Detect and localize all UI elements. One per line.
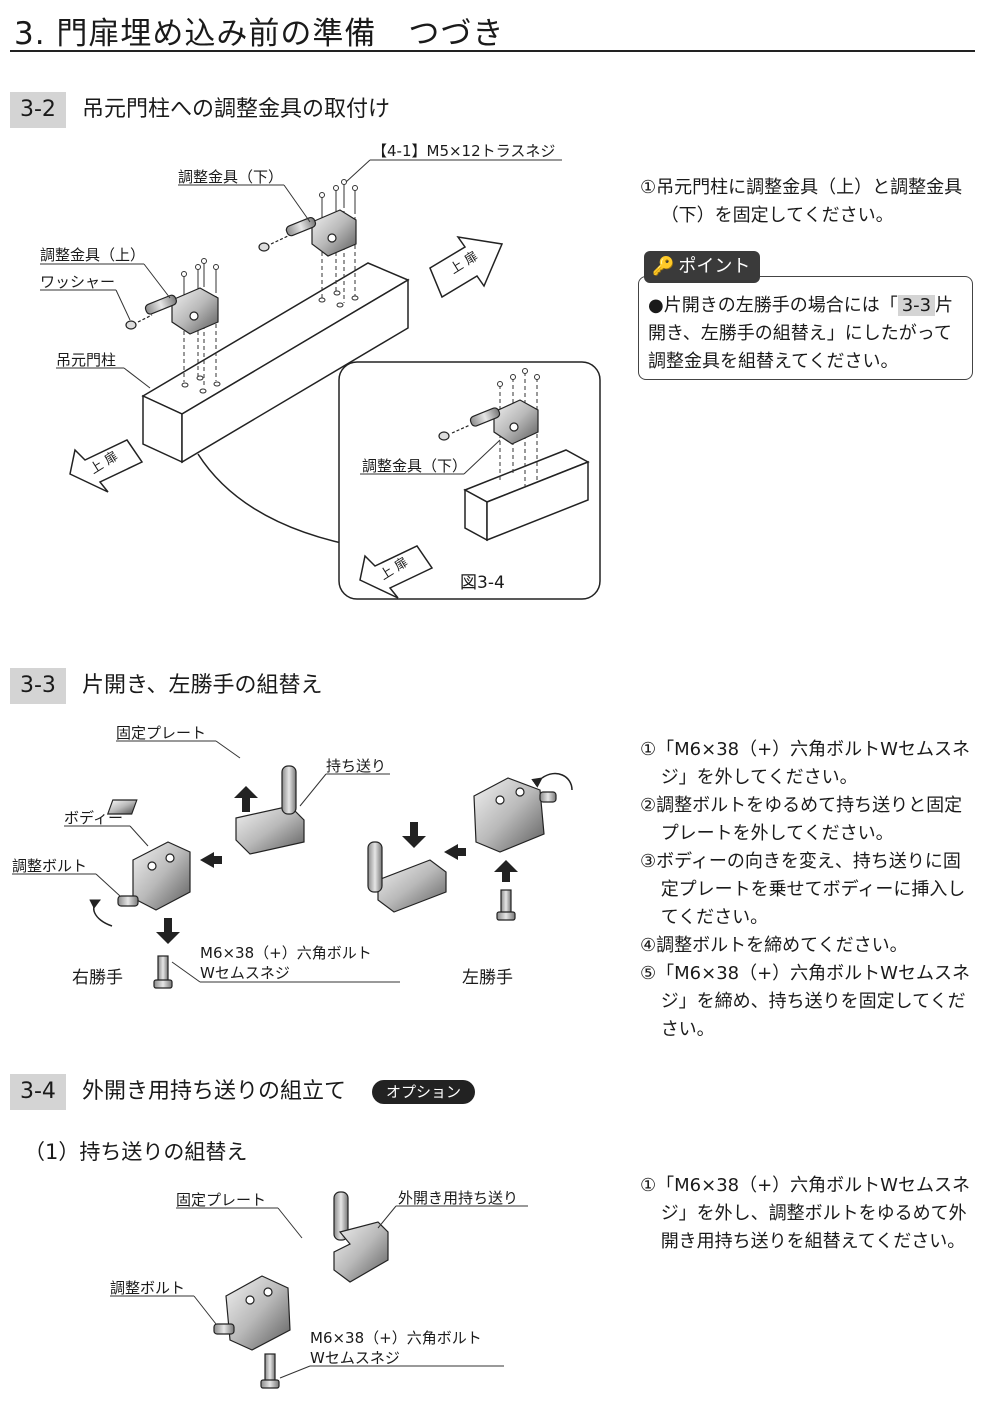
step-3-3-3: ③ボディーの向きを変え、持ち送りに固定プレートを乗せてボディーに挿入してください… bbox=[640, 851, 966, 928]
label-washer: ワッシャー bbox=[40, 273, 116, 291]
label-holder: 持ち送り bbox=[326, 757, 387, 775]
leaders-3-4 bbox=[110, 1205, 528, 1379]
label-bolt-line1: M6×38（+）六角ボルト bbox=[200, 944, 372, 962]
label-inset-bracket-lower: 調整金具（下） bbox=[362, 457, 468, 475]
leaders-3-3 bbox=[12, 740, 400, 983]
label-adjust-bolt-3-4: 調整ボルト bbox=[110, 1279, 186, 1297]
label-bracket-upper: 調整金具（上） bbox=[40, 246, 146, 264]
direction-arrow-3 bbox=[359, 545, 434, 599]
post-drawing bbox=[141, 262, 410, 464]
inset-post bbox=[463, 449, 590, 542]
right-hand-drawing bbox=[117, 765, 305, 989]
point-text-after: 片開き、左勝手の組替え」にしたがって調整金具を組替えてください。 bbox=[648, 295, 954, 372]
bracket-upper-drawing bbox=[125, 287, 219, 335]
point-ref: 3-3 bbox=[897, 295, 936, 316]
step-3-3-4: ④調整ボルトを締めてください。 bbox=[640, 935, 908, 956]
label-bolt-line1-3-4: M6×38（+）六角ボルト bbox=[310, 1329, 482, 1347]
subsection-title: （1）持ち送りの組替え bbox=[24, 1140, 248, 1164]
label-body: ボディー bbox=[64, 809, 123, 827]
rotate-arrow-right bbox=[531, 772, 573, 791]
point-tag: 🔑 ポイント bbox=[644, 251, 761, 283]
bracket-lower-drawing bbox=[258, 209, 357, 257]
right-hand-arrows bbox=[156, 786, 258, 944]
title-rule bbox=[10, 50, 975, 52]
step-3-3-1: ①「M6×38（+）六角ボルトWセムスネジ」を外してください。 bbox=[640, 739, 970, 788]
section-number-3-3: 3-3 bbox=[10, 668, 66, 704]
label-post: 吊元門柱 bbox=[56, 351, 117, 369]
left-hand-arrows bbox=[402, 822, 518, 882]
step-3-4-1: ①「M6×38（+）六角ボルトWセムスネジ」を外し、調整ボルトをゆるめて外開き用… bbox=[640, 1175, 970, 1252]
label-bolt-line2: Wセムスネジ bbox=[200, 964, 290, 982]
label-outer-holder: 外開き用持ち送り bbox=[398, 1189, 519, 1207]
point-box bbox=[638, 276, 973, 380]
key-icon: 🔑 bbox=[652, 256, 675, 277]
steps-3-3: ①「M6×38（+）六角ボルトWセムスネジ」を外してください。 ②調整ボルトをゆ… bbox=[640, 736, 978, 1044]
step-3-3-5: ⑤「M6×38（+）六角ボルトWセムスネジ」を締め、持ち送りを固定してください。 bbox=[640, 963, 970, 1040]
left-hand-drawing bbox=[106, 777, 557, 921]
label-adjust-bolt: 調整ボルト bbox=[12, 857, 88, 875]
inset-bracket bbox=[438, 399, 539, 445]
section-title-3-4: 外開き用持ち送りの組立て bbox=[82, 1079, 347, 1104]
steps-3-2: ①吊元門柱に調整金具（上）と調整金具（下）を固定してください。 bbox=[640, 174, 978, 230]
section-number-3-4: 3-4 bbox=[10, 1074, 66, 1110]
page-title: 3. 門扉埋め込み前の準備 つづき bbox=[14, 16, 505, 52]
section-number-3-2: 3-2 bbox=[10, 92, 66, 128]
rotate-arrow-left bbox=[89, 899, 113, 927]
option-badge: オプション bbox=[372, 1080, 476, 1104]
point-tag-label: ポイント bbox=[678, 256, 751, 277]
direction-arrow-1 bbox=[429, 235, 504, 299]
point-text-before: ●片開きの左勝手の場合には「 bbox=[648, 295, 898, 316]
label-bolt-line2-3-4: Wセムスネジ bbox=[310, 1349, 400, 1367]
label-right-hand: 右勝手 bbox=[72, 968, 123, 988]
steps-3-4: ①「M6×38（+）六角ボルトWセムスネジ」を外し、調整ボルトをゆるめて外開き用… bbox=[640, 1172, 978, 1256]
leaders-3-2 bbox=[40, 159, 562, 389]
direction-arrow-2 bbox=[69, 439, 144, 493]
label-bracket-lower: 調整金具（下） bbox=[178, 168, 284, 186]
label-fixed-plate-3-4: 固定プレート bbox=[176, 1191, 267, 1209]
step-3-3-2: ②調整ボルトをゆるめて持ち送りと固定プレートを外してください。 bbox=[640, 795, 963, 844]
outer-holder-drawing bbox=[213, 1191, 389, 1389]
label-screw: 【4-1】M5×12トラスネジ bbox=[372, 142, 556, 160]
section-title-3-2: 吊元門柱への調整金具の取付け bbox=[82, 97, 391, 122]
inset-leader bbox=[360, 439, 501, 475]
label-fixed-plate: 固定プレート bbox=[116, 724, 207, 742]
figure-caption: 図3-4 bbox=[460, 573, 505, 593]
section-title-3-3: 片開き、左勝手の組替え bbox=[82, 673, 323, 698]
label-left-hand: 左勝手 bbox=[462, 968, 513, 988]
screws-upper bbox=[181, 258, 219, 388]
post-holes bbox=[181, 290, 359, 394]
step-3-2-1: ①吊元門柱に調整金具（上）と調整金具（下）を固定してください。 bbox=[640, 177, 963, 226]
